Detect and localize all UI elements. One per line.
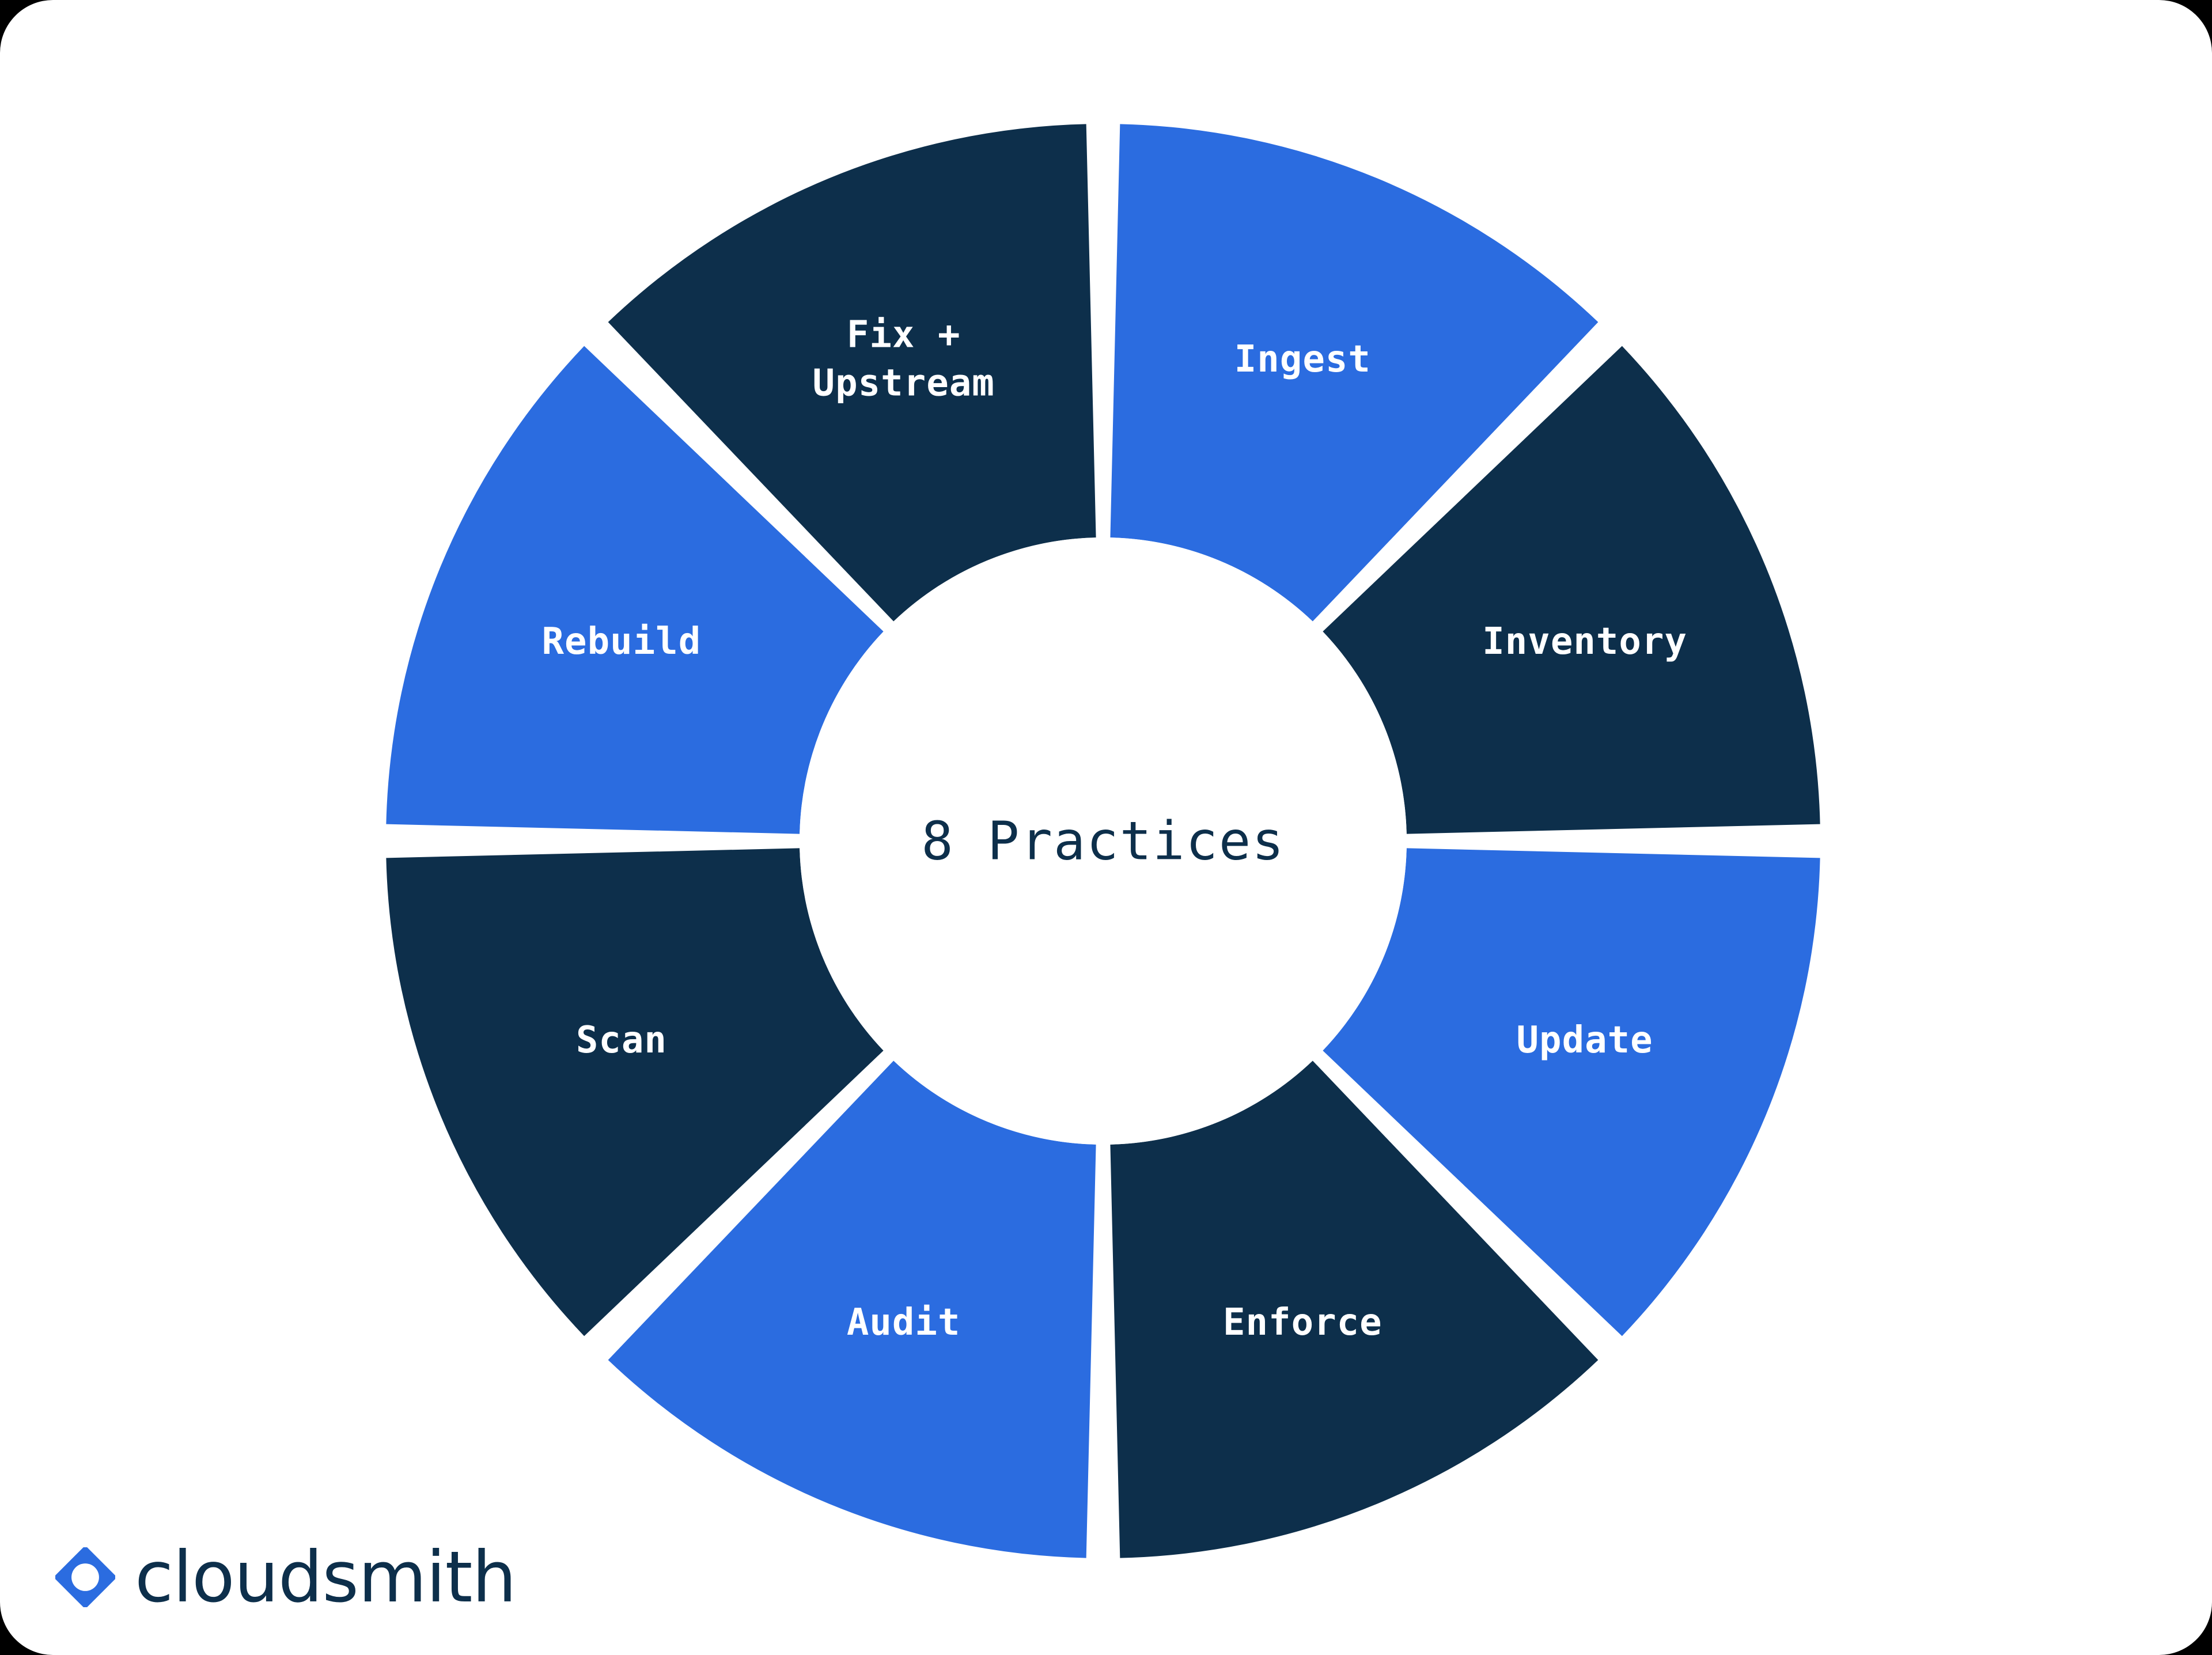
brand-lockup: cloudsmith — [55, 1534, 517, 1620]
donut-segment-ingest[interactable] — [1110, 124, 1599, 622]
donut-segment-fix-upstream[interactable] — [608, 124, 1096, 622]
donut-hole — [800, 537, 1407, 1145]
donut-segments — [386, 124, 1820, 1558]
brand-wordmark: cloudsmith — [135, 1536, 517, 1618]
donut-segment-inventory[interactable] — [1323, 346, 1820, 834]
donut-segment-audit[interactable] — [608, 1061, 1096, 1558]
donut-segment-enforce[interactable] — [1110, 1061, 1599, 1558]
donut-segment-rebuild[interactable] — [386, 346, 884, 834]
wheel-center-label: 8 Practices — [921, 810, 1285, 872]
cloudsmith-diamond-icon — [55, 1547, 115, 1607]
donut-segment-update[interactable] — [1323, 848, 1820, 1336]
donut-segment-scan[interactable] — [386, 848, 884, 1336]
